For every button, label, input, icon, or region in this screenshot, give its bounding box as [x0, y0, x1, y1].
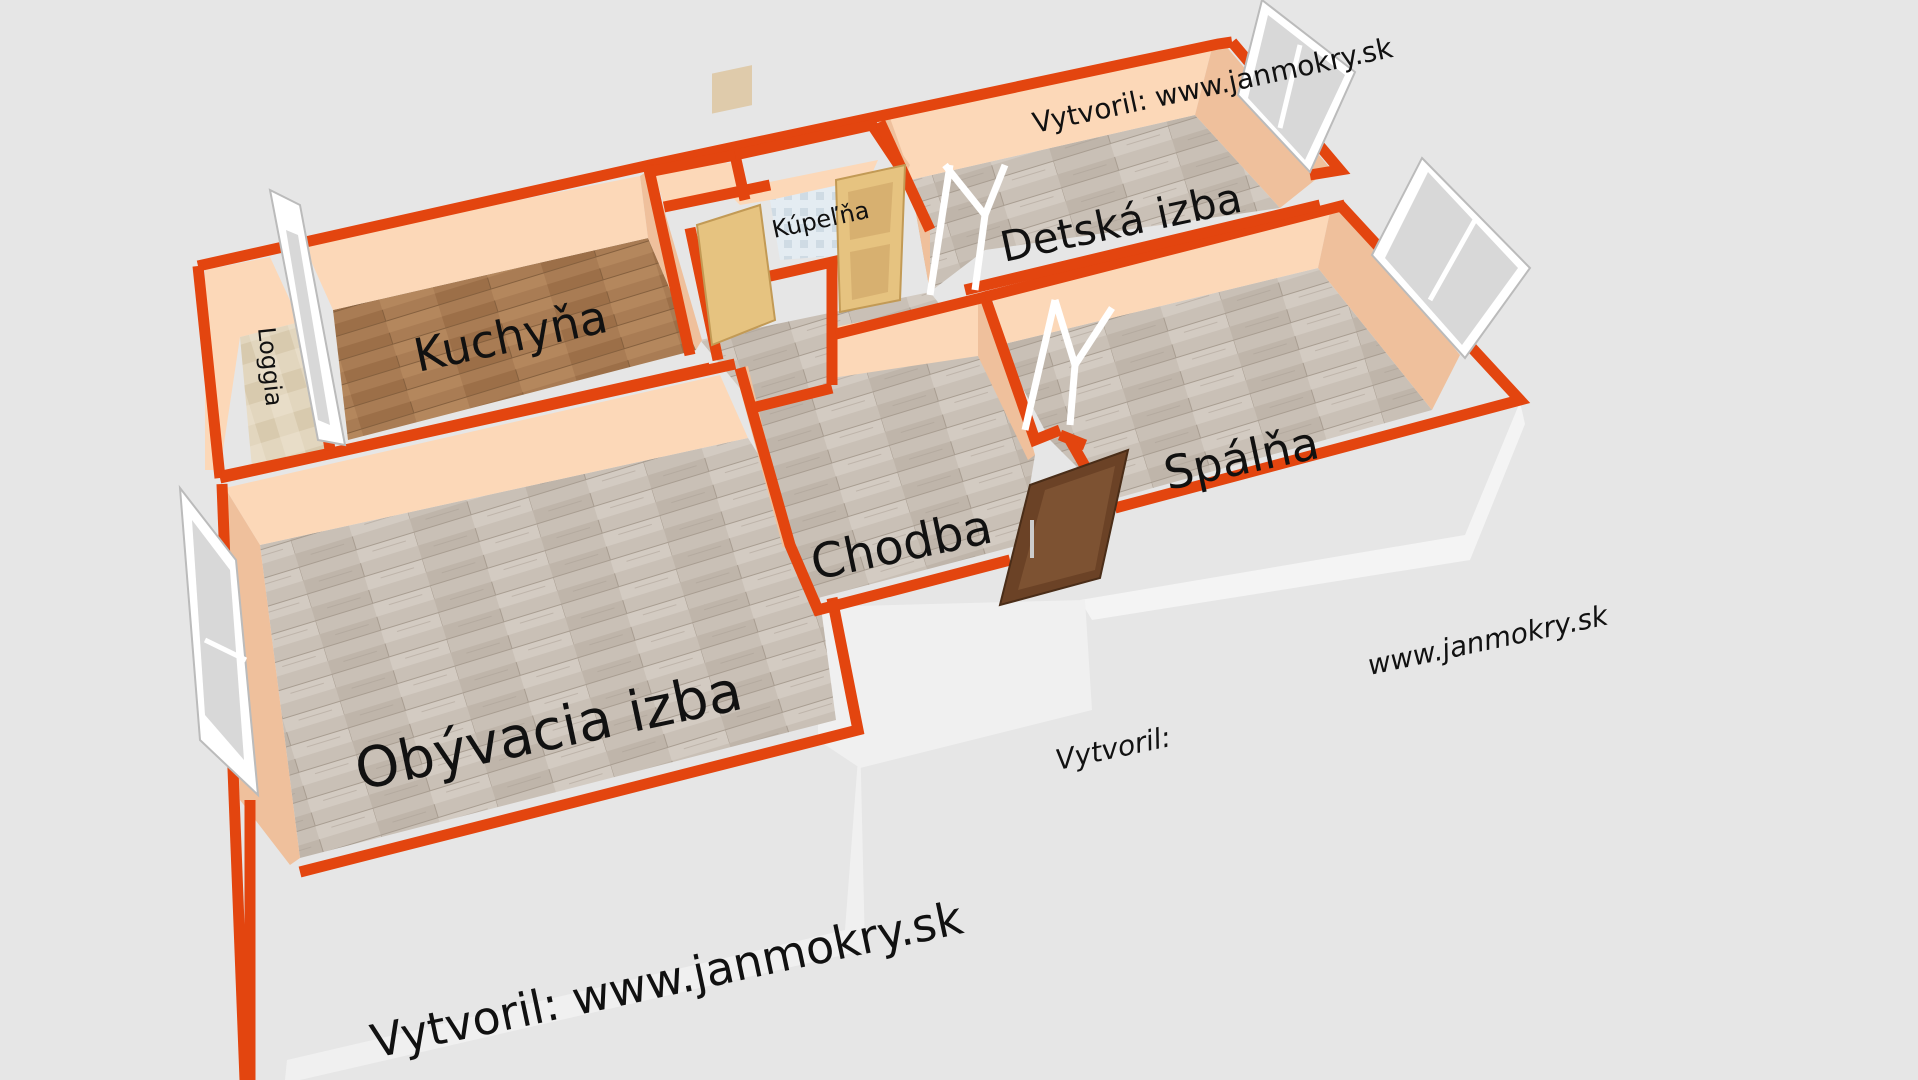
door-kids-open — [926, 162, 1009, 296]
floor-bedroom — [1000, 268, 1432, 500]
floor-living-room — [260, 438, 836, 858]
entrance-door — [998, 448, 1130, 607]
floor-kitchen — [333, 238, 696, 440]
window-loggia — [268, 188, 347, 447]
wall-face-loggia — [205, 257, 300, 470]
floor-kids-room — [910, 115, 1280, 292]
outer-wall-side-right — [1080, 402, 1525, 620]
wall-face-bedroom-back — [992, 212, 1330, 345]
door-bath-left — [695, 65, 777, 347]
watermark-bottom-left: Vytvoril: www.janmokry.sk — [366, 890, 968, 1068]
wall-face-bedroom-right — [1318, 210, 1460, 410]
wall-face-kitchen-back — [303, 176, 648, 310]
watermark-right-url: www.janmokry.sk — [1365, 598, 1613, 682]
door-bedroom-open — [1021, 298, 1115, 431]
floor-hallway — [750, 356, 1035, 598]
window-kids — [1236, 0, 1357, 174]
wall-face-living-back — [225, 375, 748, 545]
window-bedroom — [1370, 156, 1532, 360]
watermark-right-prefix: Vytvoril: — [1053, 720, 1174, 777]
wall-face-hallway-back — [830, 298, 978, 378]
door-bath-right — [834, 163, 907, 314]
wall-face-kids-back — [880, 48, 1212, 180]
floor-bath — [770, 185, 845, 260]
outer-wall-side-mid — [818, 600, 1092, 768]
outer-wall-side-bottom — [285, 732, 865, 1080]
wall-face-kids-right — [1195, 45, 1330, 208]
window-living — [178, 484, 260, 798]
